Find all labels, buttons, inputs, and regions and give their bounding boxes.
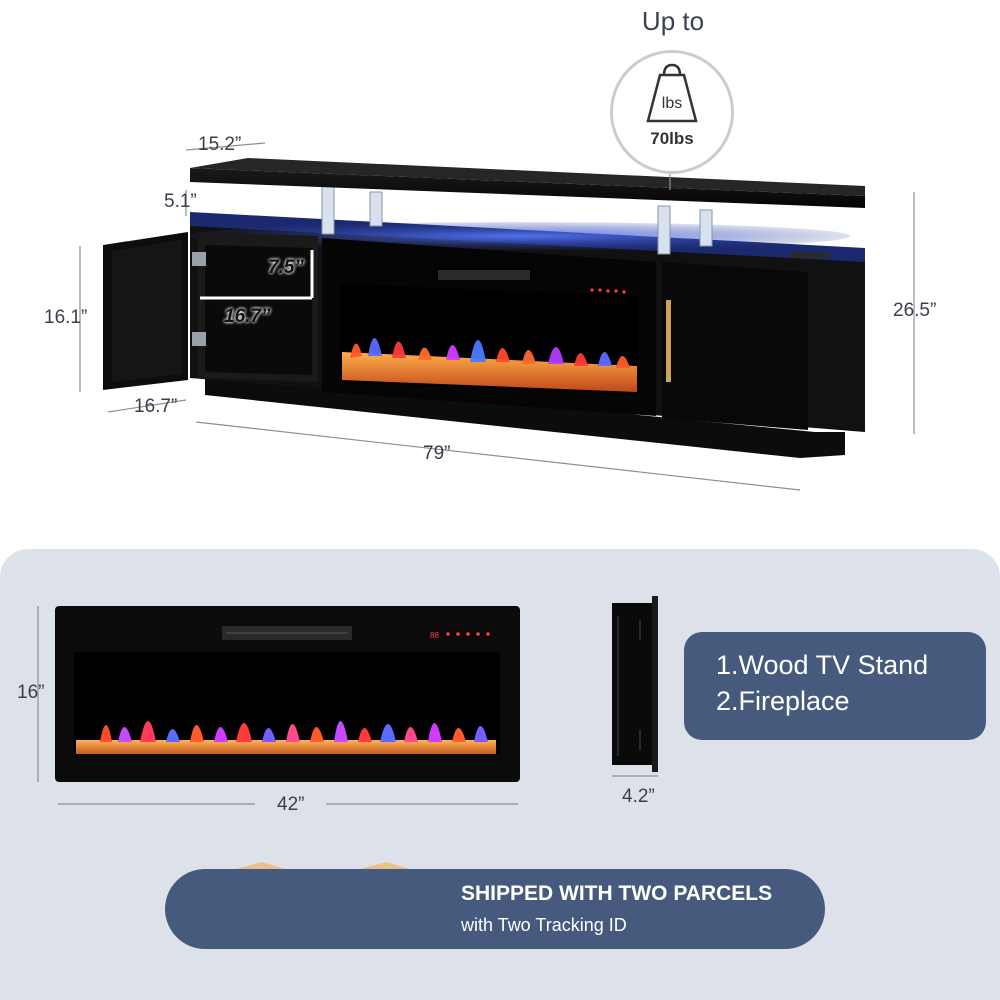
fireplace-side <box>612 603 658 765</box>
base-depth-label: 16.7” <box>134 396 178 417</box>
weight-capacity-badge: lbs 70lbs <box>610 50 734 174</box>
inner-height-label: 7.5” <box>268 257 304 278</box>
fireplace-width-label: 42” <box>277 794 305 815</box>
total-height-label: 26.5” <box>893 300 937 321</box>
gold-handle <box>666 300 671 382</box>
package-item-fireplace: 2.Fireplace <box>716 686 850 716</box>
weight-icon <box>646 63 698 123</box>
weight-value: 70lbs <box>650 129 694 148</box>
shipping-title: SHIPPED WITH TWO PARCELS <box>461 882 773 905</box>
cabinet-height-label: 16.1” <box>44 307 88 328</box>
shipping-info-pill <box>165 869 825 949</box>
top-shelf <box>190 168 865 208</box>
package-item-tv-stand: 1.Wood TV Stand <box>716 650 929 680</box>
fireplace-thickness-label: 4.2” <box>622 786 655 807</box>
weight-capacity-header: Up to <box>641 6 705 36</box>
shelf-gap-label: 5.1” <box>164 191 197 212</box>
package-contents-pill: 1.Wood TV Stand 2.Fireplace <box>684 632 986 740</box>
shelf-depth-label: 15.2” <box>198 134 242 155</box>
shipping-subtitle: with Two Tracking ID <box>461 915 627 935</box>
weight-unit: lbs <box>661 95 683 112</box>
total-width-label: 79” <box>423 443 451 464</box>
tv-stand-illustration <box>79 142 915 491</box>
right-cabinet-door <box>662 262 808 430</box>
inner-depth-label: 16.7” <box>224 306 271 327</box>
fireplace-display-readout: 88 <box>430 631 439 640</box>
fireplace-height-label: 16” <box>17 682 45 703</box>
